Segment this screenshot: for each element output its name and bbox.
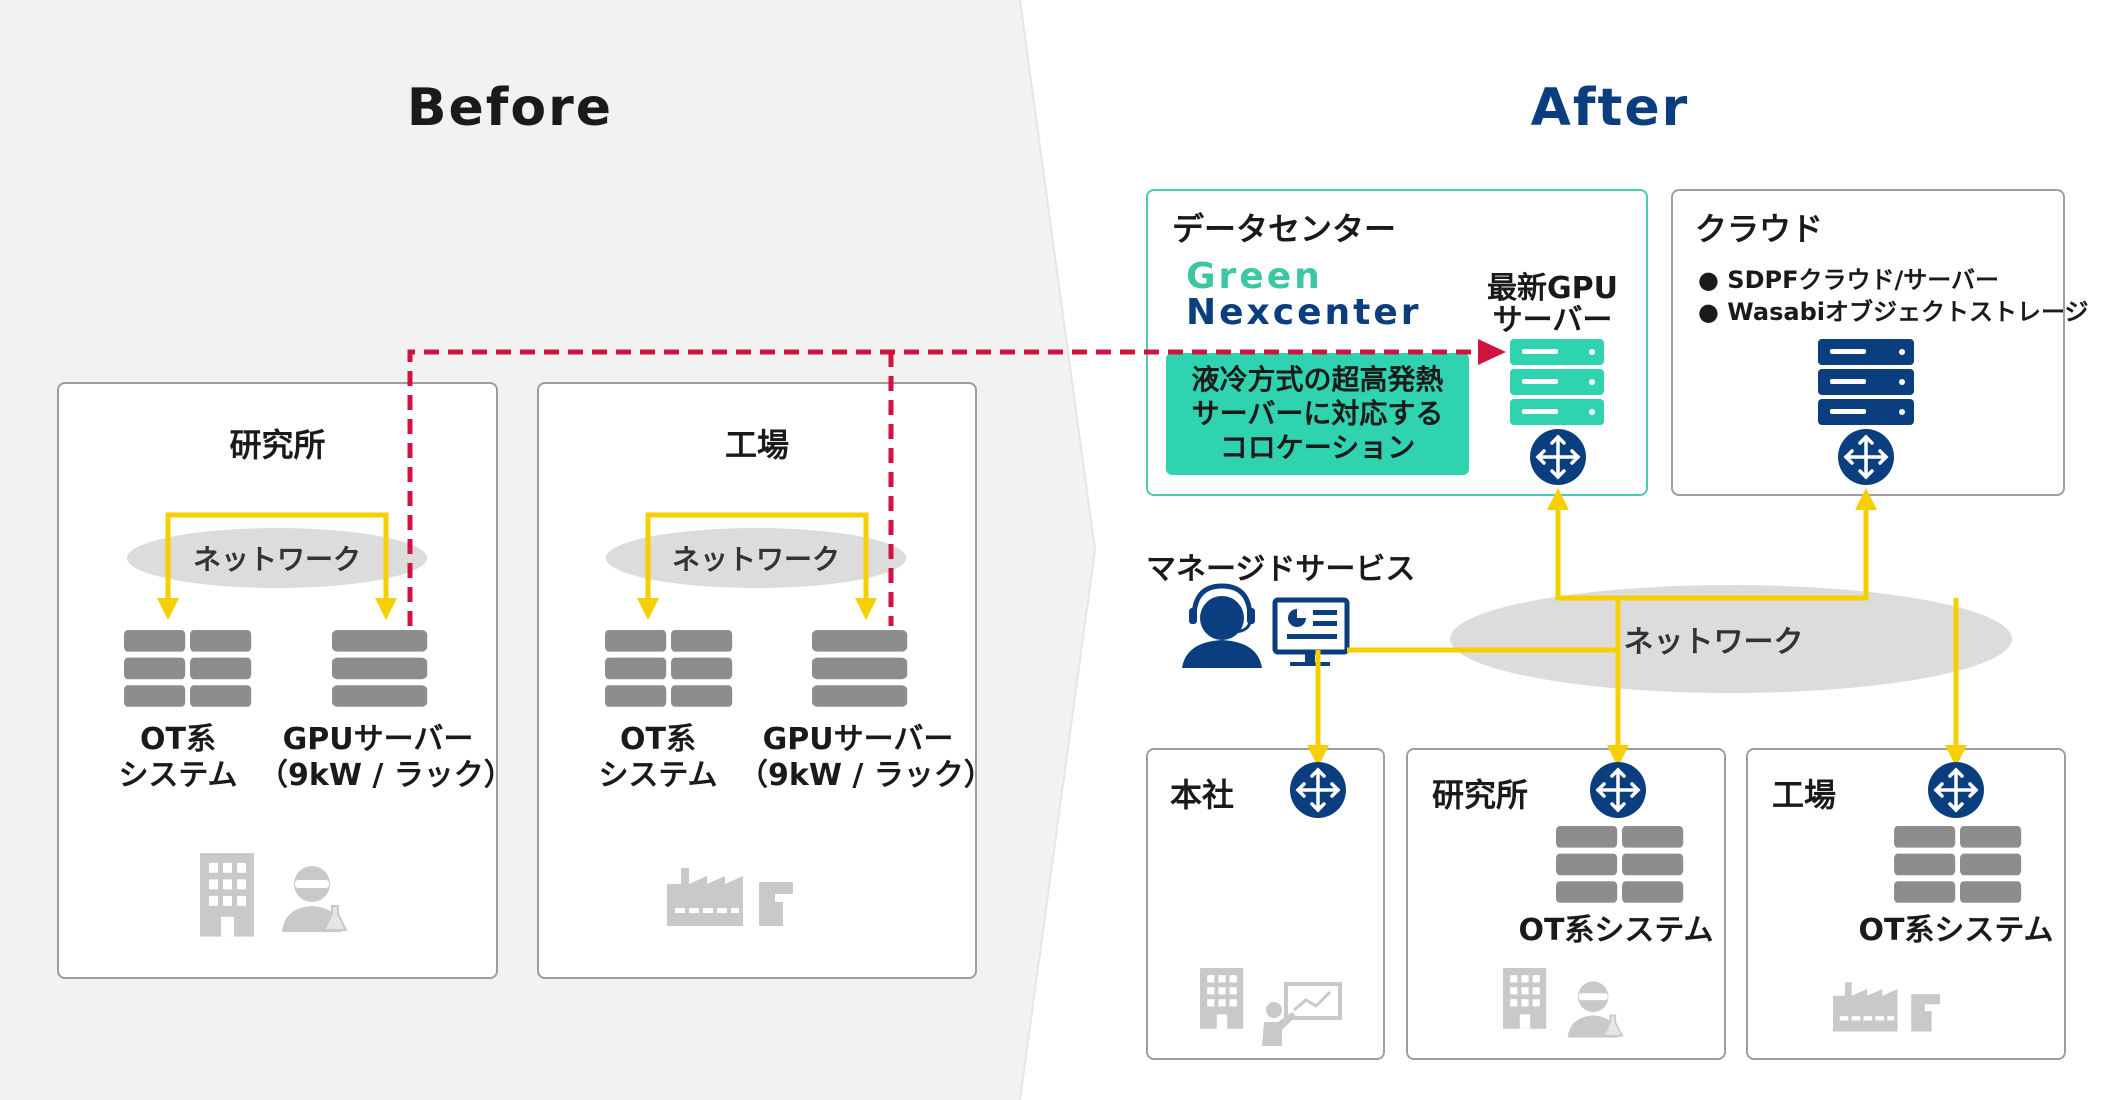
cloud-title: クラウド — [1695, 210, 1824, 248]
before-factory-title: 工場 — [724, 426, 789, 464]
managed-service-title: マネージドサービス — [1146, 552, 1416, 587]
before-title: Before — [406, 78, 614, 138]
before-factory-gpu-label-1: GPUサーバー — [762, 722, 954, 757]
logo-line1: Green — [1186, 256, 1323, 297]
after-factory-ot-label: OT系システム — [1858, 913, 2054, 948]
colocation-box: 液冷方式の超高発熱 サーバーに対応する コロケーション — [1166, 353, 1469, 475]
before-lab-gpu-label-2: （9kW / ラック） — [258, 758, 514, 793]
datacenter-title: データセンター — [1172, 210, 1397, 248]
after-factory-title: 工場 — [1772, 776, 1837, 814]
before-factory-panel — [537, 382, 977, 979]
before-factory-network: ネットワーク — [606, 528, 906, 588]
colo-line1: 液冷方式の超高発熱 — [1191, 363, 1444, 396]
monitor-dashboard-icon — [1272, 597, 1350, 666]
before-lab-gpu-label-1: GPUサーバー — [282, 722, 474, 757]
before-lab-title: 研究所 — [229, 426, 326, 464]
cloud-bullet-list: ● SDPFクラウド/サーバー ● Wasabiオブジェクトストレージ — [1698, 264, 2089, 328]
logo-line2: Nexcenter — [1186, 292, 1422, 333]
cloud-bullet-1: ● SDPFクラウド/サーバー — [1698, 266, 2000, 294]
dc-gpu-label-2: サーバー — [1492, 303, 1613, 338]
colo-line3: コロケーション — [1219, 431, 1416, 464]
before-factory-ot-label-2: システム — [598, 758, 718, 793]
after-lab-ot-label: OT系システム — [1518, 913, 1714, 948]
after-lab-panel — [1406, 748, 1726, 1060]
before-factory-gpu-label-2: （9kW / ラック） — [738, 758, 994, 793]
cloud-bullet-2: ● Wasabiオブジェクトストレージ — [1698, 298, 2089, 326]
dc-gpu-label-1: 最新GPU — [1487, 271, 1618, 306]
hq-title: 本社 — [1170, 776, 1235, 814]
after-network: ネットワーク — [1450, 585, 2012, 693]
before-factory-ot-label-1: OT系 — [620, 722, 696, 757]
before-lab-ot-label-1: OT系 — [140, 722, 216, 757]
after-lab-title: 研究所 — [1432, 776, 1529, 814]
before-lab-ot-label-2: システム — [118, 758, 238, 793]
colo-line2: サーバーに対応する — [1191, 397, 1444, 430]
after-title: After — [1530, 78, 1690, 138]
before-lab-network: ネットワーク — [127, 528, 427, 588]
before-lab-panel — [57, 382, 498, 979]
operator-headset-icon — [1182, 583, 1262, 668]
